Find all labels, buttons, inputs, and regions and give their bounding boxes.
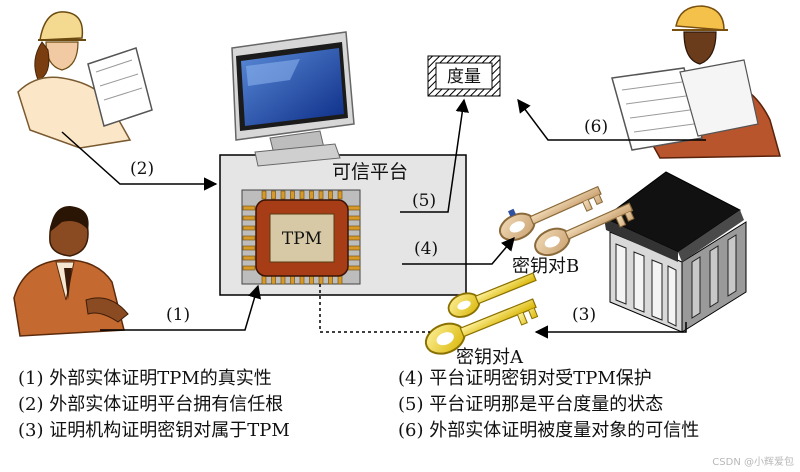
chip-pin (347, 205, 361, 211)
chip-pin (309, 275, 314, 285)
chip-pins (242, 190, 361, 285)
chip-pin (328, 190, 333, 200)
chip-pin (242, 265, 256, 271)
engineer-man-icon (611, 5, 781, 159)
chip-pin (318, 190, 324, 200)
key-pair-a-icon: 密钥对A (424, 272, 539, 368)
chip-pin (337, 190, 343, 200)
legend-item-5: (5) 平台证明那是平台度量的状态 (398, 394, 664, 415)
chip-pin (261, 190, 267, 200)
step-3-label: (3) (572, 305, 596, 325)
arrow-step-1: (1) (100, 284, 262, 331)
tpm-key-a-dotted-link (319, 284, 430, 333)
computer-monitor-icon (231, 31, 355, 167)
step-4-label: (4) (414, 239, 438, 259)
chip-pin (271, 190, 276, 200)
chip-pin (290, 190, 295, 200)
tpm-label: TPM (282, 229, 322, 249)
chip-pin (318, 275, 324, 285)
bank-building-icon (603, 171, 747, 333)
legend-item-1: (1) 外部实体证明TPM的真实性 (18, 368, 272, 389)
chip-pin (309, 190, 314, 200)
chip-pin (242, 205, 256, 211)
arrow-step-6: (6) (517, 98, 706, 141)
chip-pin (328, 275, 333, 285)
arrow-step-5: (5) (400, 98, 469, 213)
chip-pin (242, 215, 256, 221)
chip-pin (261, 275, 267, 285)
businessman-icon (13, 206, 129, 337)
step-1-label: (1) (166, 305, 190, 325)
tpm-chip: TPM (241, 189, 361, 285)
chip-pin (347, 215, 361, 221)
chip-pin (347, 245, 361, 251)
chip-pin (242, 245, 256, 251)
arrow-step-3: (3) (534, 305, 687, 339)
chip-pin (242, 225, 256, 231)
step-2-label: (2) (130, 159, 154, 179)
chip-pin (299, 275, 305, 285)
chip-pin (347, 265, 361, 271)
legend-item-2: (2) 外部实体证明平台拥有信任根 (18, 394, 284, 415)
watermark: CSDN @小辉爱包 (712, 457, 794, 468)
legend-right: (4) 平台证明密钥对受TPM保护 (5) 平台证明那是平台度量的状态 (6) … (398, 366, 699, 444)
chip-pin (290, 275, 295, 285)
key-pair-b-icon: 密钥对B (499, 185, 635, 277)
measurement-box: 度量 (427, 55, 501, 97)
chip-pin (271, 275, 276, 285)
chip-pin (299, 190, 305, 200)
chip-pin (337, 275, 343, 285)
step-6-label: (6) (584, 117, 608, 137)
chip-pin (280, 190, 286, 200)
legend-item-6: (6) 外部实体证明被度量对象的可信性 (398, 420, 700, 441)
key-pair-a-label: 密钥对A (456, 347, 524, 368)
step-5-label: (5) (412, 191, 436, 211)
arrow-step-4: (4) (402, 236, 515, 265)
chip-pin (280, 275, 286, 285)
chip-pin (242, 255, 256, 261)
key-pair-b-label: 密钥对B (512, 256, 579, 277)
chip-pin (242, 235, 256, 241)
legend-left: (1) 外部实体证明TPM的真实性 (2) 外部实体证明平台拥有信任根 (3) … (18, 366, 290, 444)
chip-pin (347, 225, 361, 231)
legend-item-3: (3) 证明机构证明密钥对属于TPM (18, 420, 290, 441)
chip-pin (347, 255, 361, 261)
arrow-step-2: (2) (61, 131, 218, 191)
engineer-woman-icon (17, 11, 153, 149)
platform-label: 可信平台 (332, 161, 408, 183)
legend-item-4: (4) 平台证明密钥对受TPM保护 (398, 368, 652, 389)
measure-label: 度量 (447, 67, 481, 87)
chip-pin (347, 235, 361, 241)
